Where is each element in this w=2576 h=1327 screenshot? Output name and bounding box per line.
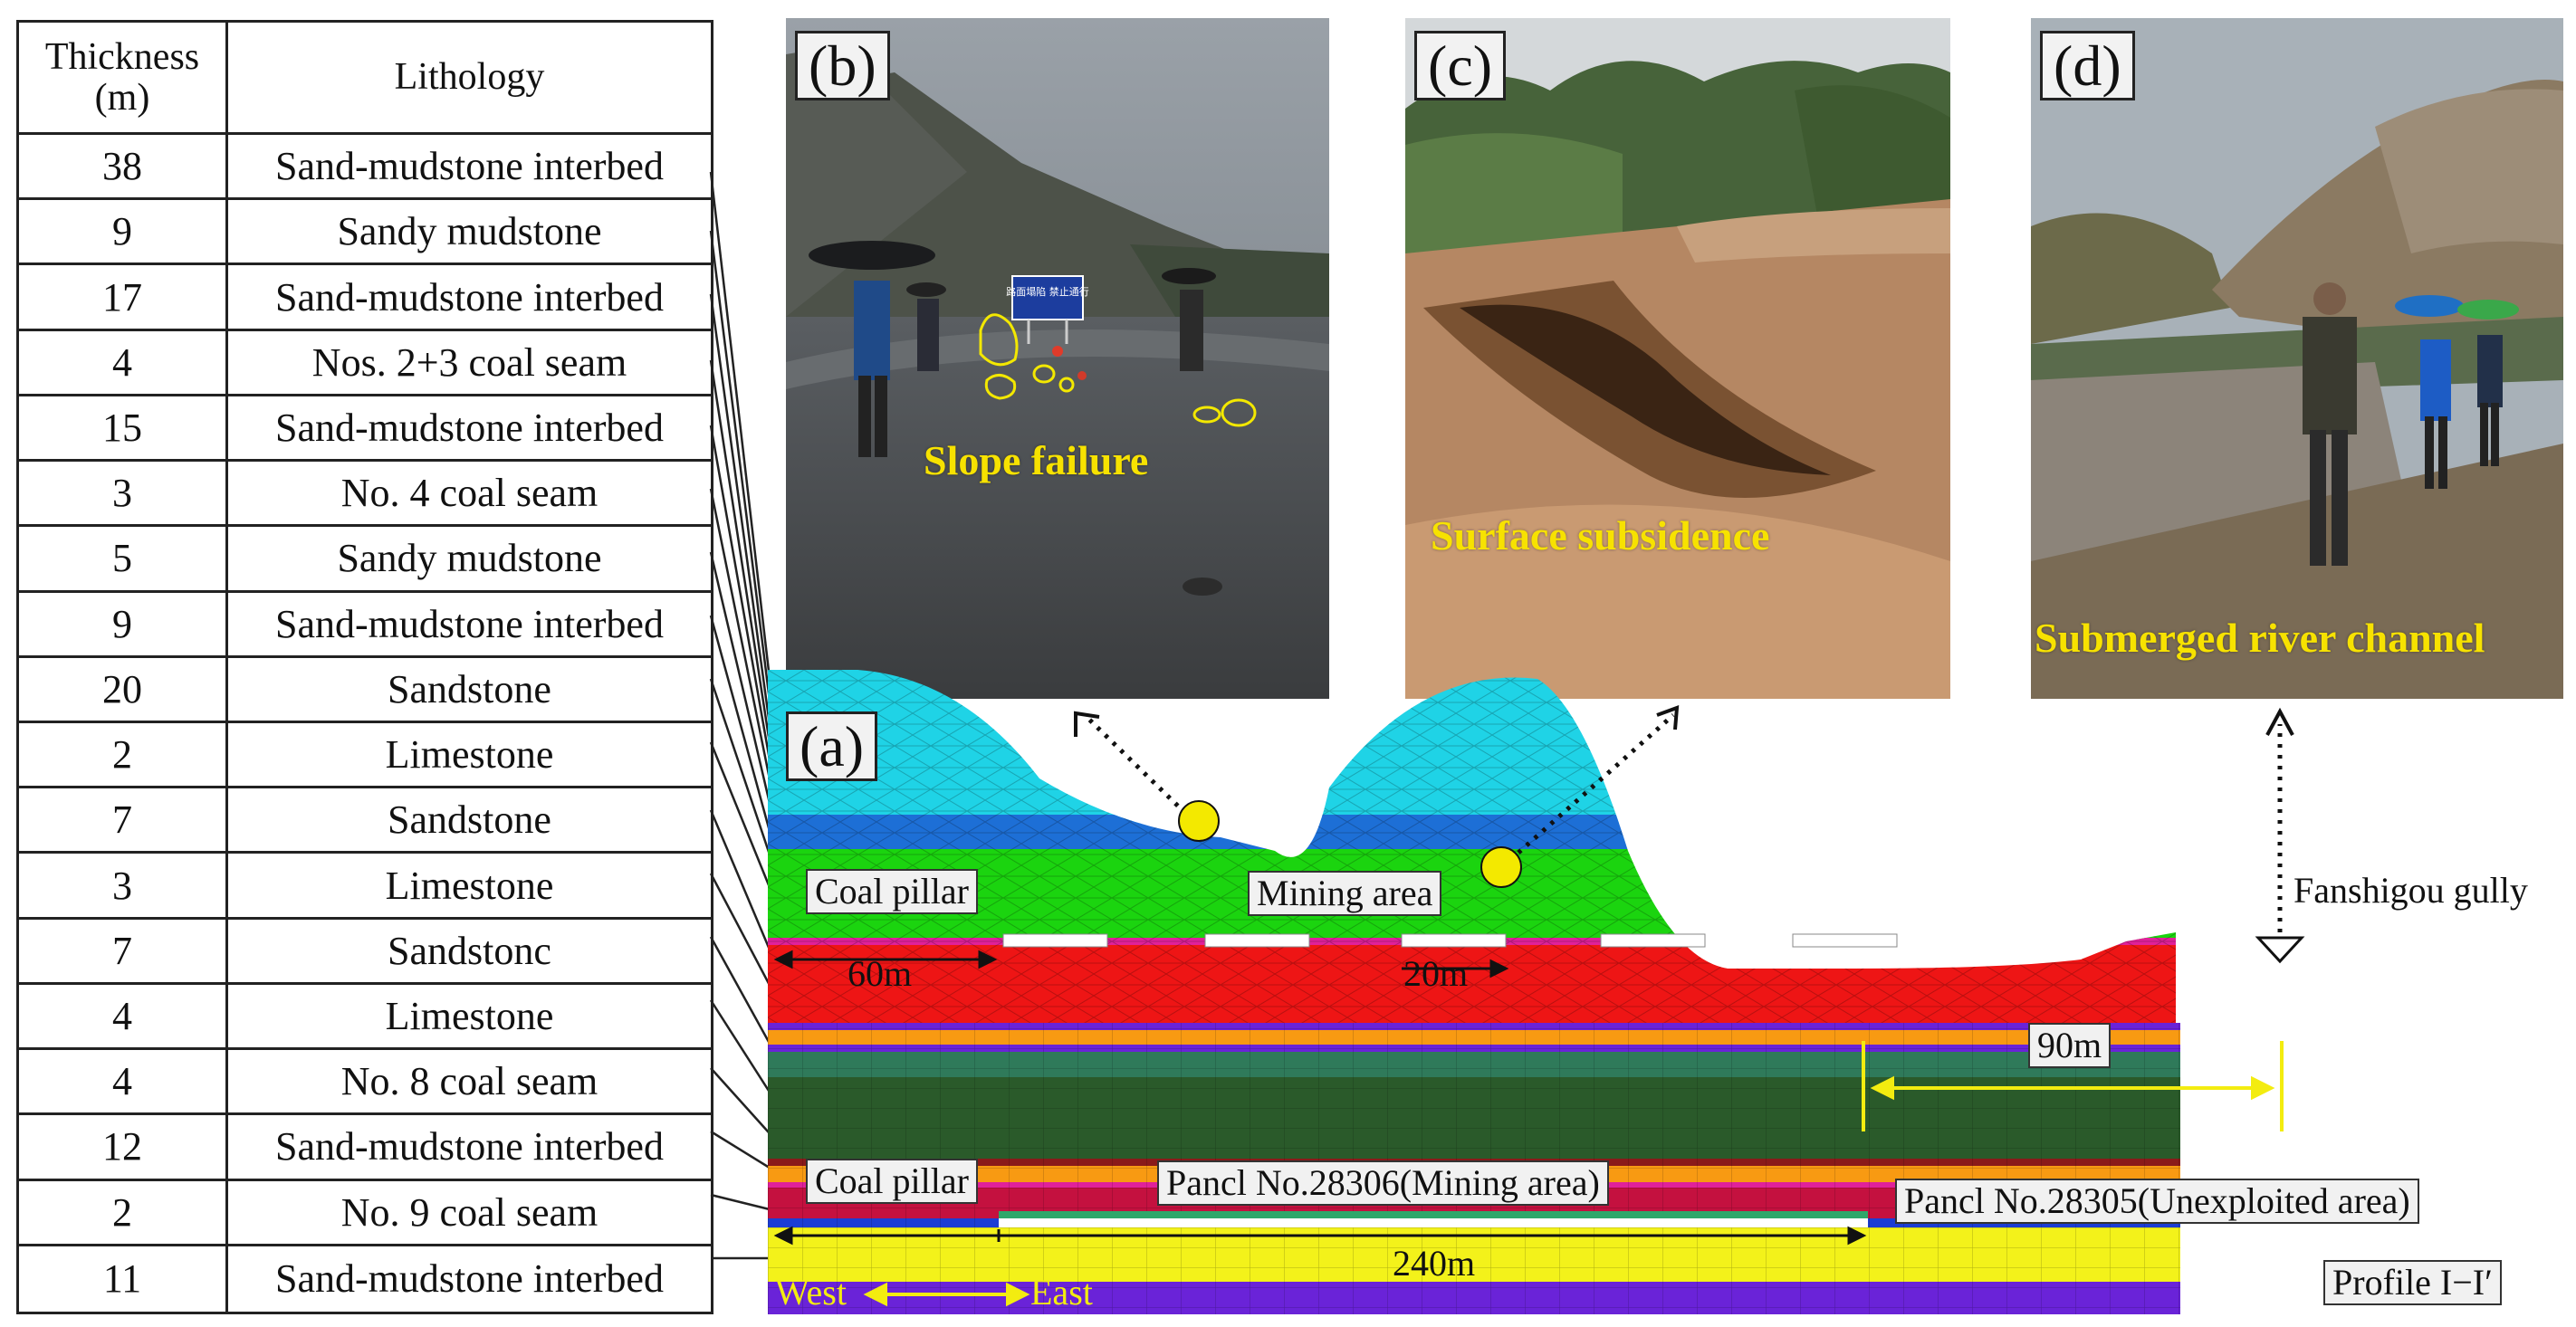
thickness-cell: 3 (19, 854, 228, 917)
table-row: 17 Sand-mudstone interbed (19, 265, 711, 331)
panel-28306-label: Pancl No.28306(Mining area) (1157, 1160, 1609, 1206)
lithology-header: Lithology (394, 56, 545, 99)
caption-submerged-river: Submerged river channel (2035, 615, 2485, 661)
panel-tag-c: (c) (1414, 31, 1507, 101)
table-row: 7 Sandstonc (19, 919, 711, 985)
lithology-cell: Limestone (385, 993, 554, 1038)
slope-road-scene: 路面塌陷 禁止通行 (786, 18, 1329, 699)
photo-surface-subsidence: (c) Surface subsidence (1405, 18, 1950, 699)
table-row: 4 Nos. 2+3 coal seam (19, 330, 711, 396)
photo-slope-failure: 路面塌陷 禁止通行 (b) Slope failure (786, 18, 1329, 699)
thickness-cell: 38 (19, 135, 228, 198)
thickness-cell: 17 (19, 265, 228, 329)
lithology-cell: Sand-mudstone interbed (275, 274, 664, 320)
cross-section: (a) Coal pillar Mining area 60m 20m Fans… (768, 669, 2564, 1314)
panel-tag-d: (d) (2040, 31, 2135, 101)
lithology-cell: Sand-mudstone interbed (275, 601, 664, 646)
thickness-cell: 4 (19, 1050, 228, 1113)
fanshigou-gully-label: Fanshigou gully (2294, 870, 2528, 911)
table-row: 4 No. 8 coal seam (19, 1050, 711, 1116)
lithology-cell: Limestone (385, 863, 554, 908)
thickness-cell: 9 (19, 592, 228, 655)
lithology-cell: Sandstonc (388, 928, 551, 973)
photo-submerged-river: (d) Submerged river channel (2031, 18, 2563, 699)
lithology-cell: Sand-mudstone interbed (275, 1256, 664, 1302)
table-row: 38 Sand-mudstone interbed (19, 135, 711, 201)
lithology-cell: Sandstone (388, 666, 551, 711)
mining-area-label: Mining area (1248, 871, 1442, 916)
profile-label: Profile I−I′ (2323, 1260, 2502, 1305)
lithology-cell: Sand-mudstone interbed (275, 405, 664, 450)
coal-pillar-label-bottom: Coal pillar (806, 1159, 978, 1204)
thickness-cell: 11 (19, 1246, 228, 1312)
thickness-cell: 3 (19, 462, 228, 525)
panel-28305-label: Pancl No.28305(Unexploited area) (1895, 1179, 2419, 1224)
dimension-90m: 90m (2028, 1023, 2112, 1068)
west-label: West (775, 1272, 847, 1313)
thickness-header: Thickness (m) (19, 23, 228, 132)
coal-pillar-label-top: Coal pillar (806, 869, 978, 914)
table-row: 3 Limestone (19, 854, 711, 920)
subsidence-scene (1405, 18, 1950, 699)
road-sign-text: 路面塌陷 禁止通行 (1006, 285, 1089, 298)
east-label: East (1030, 1272, 1093, 1313)
lithology-cell: Nos. 2+3 coal seam (311, 339, 627, 385)
dimension-60m: 60m (847, 953, 913, 994)
lithology-cell: No. 8 coal seam (340, 1059, 599, 1104)
lithology-cell: Sandstone (388, 797, 551, 843)
lithology-cell: Sand-mudstone interbed (275, 144, 664, 189)
thickness-cell: 2 (19, 723, 228, 787)
river-scene (2031, 18, 2563, 699)
lithology-cell: No. 4 coal seam (340, 471, 599, 516)
dimension-20m: 20m (1403, 953, 1469, 994)
table-row: 20 Sandstone (19, 657, 711, 723)
lithology-cell: No. 9 coal seam (340, 1189, 599, 1235)
thickness-cell: 7 (19, 919, 228, 982)
lithology-cell: Sand-mudstone interbed (275, 1124, 664, 1169)
caption-slope-failure: Slope failure (924, 437, 1149, 483)
table-row: 9 Sand-mudstone interbed (19, 592, 711, 658)
table-row: 2 No. 9 coal seam (19, 1180, 711, 1246)
thickness-cell: 7 (19, 788, 228, 852)
table-header: Thickness (m) Lithology (19, 23, 711, 135)
thickness-cell: 15 (19, 396, 228, 460)
thickness-cell: 12 (19, 1115, 228, 1179)
lithology-cell: Sandy mudstone (337, 209, 602, 254)
thickness-cell: 4 (19, 330, 228, 394)
table-row: 9 Sandy mudstone (19, 200, 711, 266)
thickness-cell: 5 (19, 527, 228, 590)
table-row: 4 Limestone (19, 984, 711, 1051)
thickness-cell: 2 (19, 1180, 228, 1244)
thickness-cell: 4 (19, 984, 228, 1048)
table-row: 5 Sandy mudstone (19, 527, 711, 593)
panel-tag-a: (a) (786, 711, 878, 782)
thickness-cell: 9 (19, 200, 228, 263)
table-row: 2 Limestone (19, 723, 711, 789)
caption-surface-subsidence: Surface subsidence (1431, 512, 1770, 558)
table-row: 3 No. 4 coal seam (19, 462, 711, 528)
lithology-cell: Sandy mudstone (337, 536, 602, 581)
table-row: 15 Sand-mudstone interbed (19, 396, 711, 463)
table-row: 7 Sandstone (19, 788, 711, 854)
thickness-cell: 20 (19, 657, 228, 721)
table-row: 12 Sand-mudstone interbed (19, 1115, 711, 1181)
table-row: 11 Sand-mudstone interbed (19, 1246, 711, 1312)
dimension-240m: 240m (1393, 1243, 1476, 1284)
lithology-cell: Limestone (385, 732, 554, 778)
panel-tag-b: (b) (795, 31, 890, 101)
